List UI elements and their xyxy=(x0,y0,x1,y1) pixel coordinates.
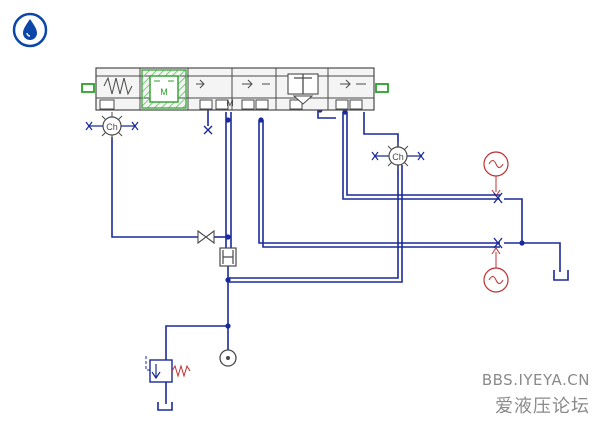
tank-icon xyxy=(157,402,173,411)
chiller-icon xyxy=(388,146,408,166)
valve-bank: M M xyxy=(95,67,375,111)
junction-dot xyxy=(225,277,231,283)
pump xyxy=(219,349,237,367)
junctions xyxy=(225,107,525,329)
check-valve xyxy=(219,247,237,267)
pipe-valve-to-lower-b xyxy=(262,120,500,248)
junction-dot xyxy=(225,117,231,123)
pipe-valve-to-lower-a xyxy=(258,120,500,244)
junction-dot xyxy=(519,240,525,246)
pipe-return-b xyxy=(228,165,403,283)
pipe-return-a xyxy=(228,165,399,279)
pipe-to-tank xyxy=(522,242,561,272)
chiller-left: Ch xyxy=(85,112,139,140)
right-end-plug xyxy=(375,83,389,93)
watermark-name: 爱液压论坛 xyxy=(495,396,590,417)
pipe-chiller-left xyxy=(111,137,198,238)
motor-icon xyxy=(149,75,179,103)
pipe-relief xyxy=(165,325,228,360)
drop-icon[interactable] xyxy=(12,12,48,48)
pipe-sensor-merge xyxy=(504,198,523,244)
watermark-url: BBS.IYEYA.CN xyxy=(481,371,590,389)
relief-valve xyxy=(145,356,191,383)
chiller-label: Ch xyxy=(106,122,118,132)
chiller-label: Ch xyxy=(392,152,404,162)
pipe-valve-to-upper-a xyxy=(342,112,500,200)
sensor-upper xyxy=(483,151,509,204)
pipe-valve-to-upper-b xyxy=(346,112,500,196)
spring-icon xyxy=(171,364,191,378)
junction-dot xyxy=(258,117,264,123)
junction-dot xyxy=(342,109,348,115)
left-end-plug xyxy=(81,83,95,93)
chiller-right: Ch xyxy=(371,142,425,170)
spring-icon xyxy=(103,76,133,96)
drain-cross-icon xyxy=(203,125,213,135)
pipelines xyxy=(111,110,561,404)
pipe-chiller-right xyxy=(363,112,399,148)
tank-icon xyxy=(553,270,569,281)
junction-dot xyxy=(225,323,231,329)
valve-mark: M xyxy=(226,98,234,108)
chiller-icon xyxy=(102,116,122,136)
sensor-lower xyxy=(483,237,509,293)
motor-label: M xyxy=(160,87,168,97)
junction-dot xyxy=(225,234,231,240)
throttle-valve xyxy=(197,229,215,245)
pipe-cylinder-link xyxy=(317,110,336,119)
